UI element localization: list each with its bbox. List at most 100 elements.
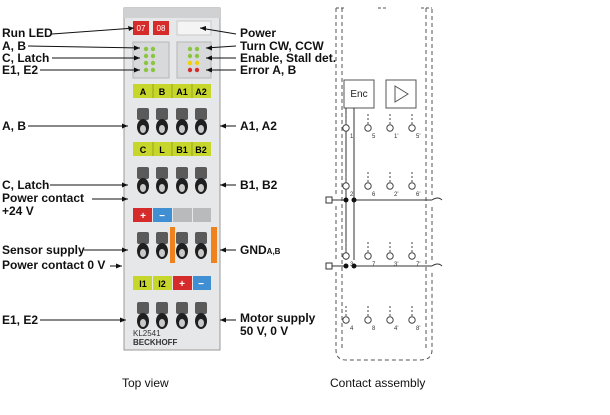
label-e1-e2-terminal: E1, E2 <box>2 313 39 327</box>
label-a1-a2: A1, A2 <box>240 119 277 133</box>
contact-number: 7' <box>416 262 420 268</box>
led-dots-left <box>143 46 156 73</box>
contact-point <box>408 252 416 260</box>
row4-label-i1: I1 <box>139 279 147 289</box>
contact-point <box>342 124 350 132</box>
label-e1-e2-led: E1, E2 <box>2 63 39 77</box>
caption-top-view: Top view <box>122 376 169 390</box>
contact-point <box>364 252 372 260</box>
contact-number: 3 <box>350 262 354 268</box>
led-window-right <box>176 41 212 79</box>
contact-number: 6 <box>372 192 376 198</box>
contact-number: 7 <box>372 262 376 268</box>
terminal-point <box>176 167 188 194</box>
pe-right-bottom <box>431 263 443 267</box>
row2-label-c: C <box>140 145 147 155</box>
power-contact-left <box>170 227 175 263</box>
contact-point <box>364 182 372 190</box>
wiring-junctions <box>343 197 357 269</box>
contact-number: 8 <box>372 326 376 332</box>
run-led-block <box>133 21 149 35</box>
contact-number: 4' <box>394 326 398 332</box>
contact-point <box>386 316 394 324</box>
terminal-point <box>195 167 207 194</box>
label-motor-supply: Motor supply <box>240 311 316 325</box>
label-motor-supply-voltage: 50 V, 0 V <box>240 324 289 338</box>
leader-arrowheads <box>116 26 226 323</box>
label-run-led: Run LED <box>2 26 53 40</box>
contact-number: 5 <box>372 134 376 140</box>
terminal-point <box>195 108 207 135</box>
terminal-point <box>156 302 168 329</box>
contact-point <box>364 316 372 324</box>
led-dots-right <box>187 46 200 73</box>
caption-contact-assembly: Contact assembly <box>330 376 426 390</box>
contact-point <box>364 124 372 132</box>
terminal-points <box>137 108 207 329</box>
terminal-point <box>137 167 149 194</box>
label-b1-b2: B1, B2 <box>240 178 278 192</box>
encoder-label: Enc <box>350 89 367 100</box>
row3-label-minus: − <box>159 211 165 222</box>
terminal-point <box>137 232 149 259</box>
row4-label-i2: I2 <box>158 279 166 289</box>
led-b-number: 08 <box>157 24 166 33</box>
row2-label-b1: B1 <box>176 145 188 155</box>
label-error: Error A, B <box>240 63 297 77</box>
label-gnd-subscript: A,B <box>266 247 281 256</box>
b-led-block <box>153 21 169 35</box>
contact-point <box>342 182 350 190</box>
driver-triangle-icon <box>394 85 409 103</box>
contact-number: 3' <box>394 262 398 268</box>
terminal-point <box>137 108 149 135</box>
row2-label-b2: B2 <box>195 145 207 155</box>
label-c-latch-led: C, Latch <box>2 51 50 65</box>
contact-assembly-outline <box>335 8 433 361</box>
contact-number: 8' <box>416 326 420 332</box>
row3-label-plus: + <box>140 211 146 222</box>
terminal-point <box>156 108 168 135</box>
row1-label-a1: A1 <box>176 87 188 97</box>
label-a-b-led: A, B <box>2 39 26 53</box>
row1-label-b: B <box>159 87 166 97</box>
contact-point <box>386 182 394 190</box>
pe-left-bottom <box>325 262 333 270</box>
led-run-number: 07 <box>137 24 146 33</box>
label-sensor-supply: Sensor supply <box>2 243 85 257</box>
power-contact-right <box>211 227 217 263</box>
row4-label-minus: − <box>198 279 204 290</box>
contact-point <box>408 316 416 324</box>
label-c-latch-terminal: C, Latch <box>2 178 50 192</box>
contact-point <box>386 252 394 260</box>
contact-number: 6' <box>416 192 420 198</box>
model-number: KL2541 <box>133 329 161 338</box>
contact-point <box>386 124 394 132</box>
label-enable: Enable, Stall det. <box>240 51 337 65</box>
row2-label-l: L <box>159 145 165 155</box>
contact-number: 5' <box>416 134 420 140</box>
contact-point <box>408 182 416 190</box>
contact-number: 2' <box>394 192 398 198</box>
pe-right-top <box>431 197 443 201</box>
label-power-contact-24v: +24 V <box>2 204 34 218</box>
contact-point <box>342 316 350 324</box>
left-leader-lines <box>27 27 141 321</box>
label-power: Power <box>240 26 277 40</box>
terminal-point <box>176 302 188 329</box>
terminal-point <box>176 232 188 259</box>
label-power-contact: Power contact <box>2 191 85 205</box>
terminal-point <box>137 302 149 329</box>
contact-point <box>342 252 350 260</box>
label-power-contact-0v: Power contact 0 V <box>2 258 106 272</box>
terminal-point <box>156 167 168 194</box>
row4-label-plus: + <box>179 279 185 290</box>
terminal-point <box>195 232 207 259</box>
brand-name: BECKHOFF <box>133 338 178 347</box>
contact-number: 4 <box>350 326 354 332</box>
contact-number: 1' <box>394 134 398 140</box>
terminal-point <box>176 108 188 135</box>
contact-point <box>408 124 416 132</box>
label-a-b-terminal: A, B <box>2 119 26 133</box>
